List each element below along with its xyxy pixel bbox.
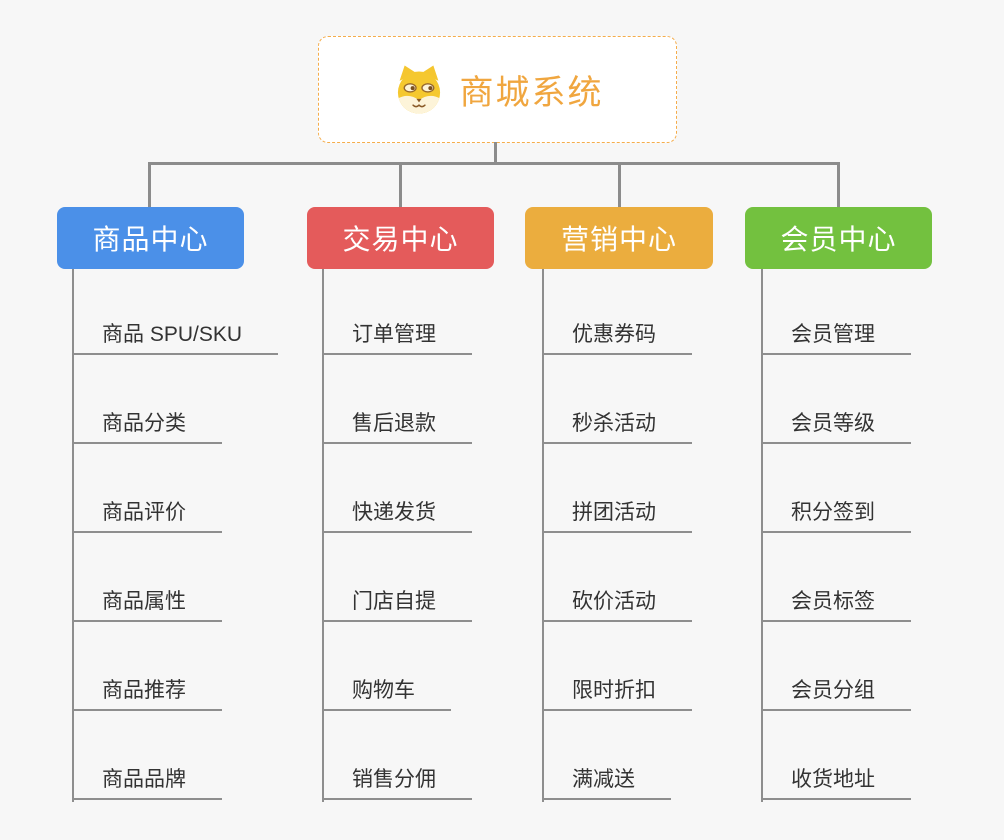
leaf-topic[interactable]: 售后退款: [322, 410, 472, 444]
branch-topic-product-center[interactable]: 商品中心: [57, 207, 244, 269]
leaf-topic[interactable]: 优惠券码: [542, 321, 692, 355]
leaf-topic[interactable]: 积分签到: [761, 499, 911, 533]
leaf-topic[interactable]: 商品属性: [72, 588, 222, 622]
leaf-topic[interactable]: 会员标签: [761, 588, 911, 622]
leaf-topic[interactable]: 会员管理: [761, 321, 911, 355]
rail-member-center: [761, 269, 763, 802]
connector-drop-3: [618, 162, 621, 208]
leaf-topic[interactable]: 销售分佣: [322, 766, 472, 800]
branch-topic-member-center[interactable]: 会员中心: [745, 207, 932, 269]
dog-face-icon: [392, 63, 446, 117]
leaf-topic[interactable]: 满减送: [542, 766, 671, 800]
connector-drop-4: [837, 162, 840, 208]
root-topic-label: 商城系统: [459, 74, 604, 112]
rail-trade-center: [322, 269, 324, 802]
leaf-topic[interactable]: 商品品牌: [72, 766, 222, 800]
root-topic[interactable]: 商城系统: [318, 36, 677, 143]
branch-topic-marketing-center[interactable]: 营销中心: [525, 207, 713, 269]
leaf-topic[interactable]: 商品评价: [72, 499, 222, 533]
leaf-topic[interactable]: 订单管理: [322, 321, 472, 355]
rail-product-center: [72, 269, 74, 802]
leaf-topic[interactable]: 购物车: [322, 677, 451, 711]
leaf-topic[interactable]: 商品推荐: [72, 677, 222, 711]
connector-root-drop: [494, 142, 497, 163]
leaf-topic[interactable]: 收货地址: [761, 766, 911, 800]
leaf-topic[interactable]: 秒杀活动: [542, 410, 692, 444]
connector-drop-2: [399, 162, 402, 208]
leaf-topic[interactable]: 商品 SPU/SKU: [72, 321, 279, 355]
leaf-topic[interactable]: 限时折扣: [542, 677, 692, 711]
leaf-topic[interactable]: 门店自提: [322, 588, 472, 622]
leaf-topic[interactable]: 会员分组: [761, 677, 911, 711]
branch-topic-trade-center[interactable]: 交易中心: [307, 207, 494, 269]
leaf-topic[interactable]: 拼团活动: [542, 499, 692, 533]
leaf-topic[interactable]: 商品分类: [72, 410, 222, 444]
leaf-topic[interactable]: 会员等级: [761, 410, 911, 444]
leaf-topic[interactable]: 快递发货: [322, 499, 472, 533]
leaf-topic[interactable]: 砍价活动: [542, 588, 692, 622]
rail-marketing-center: [542, 269, 544, 802]
connector-spine: [148, 162, 840, 165]
connector-drop-1: [148, 162, 151, 208]
